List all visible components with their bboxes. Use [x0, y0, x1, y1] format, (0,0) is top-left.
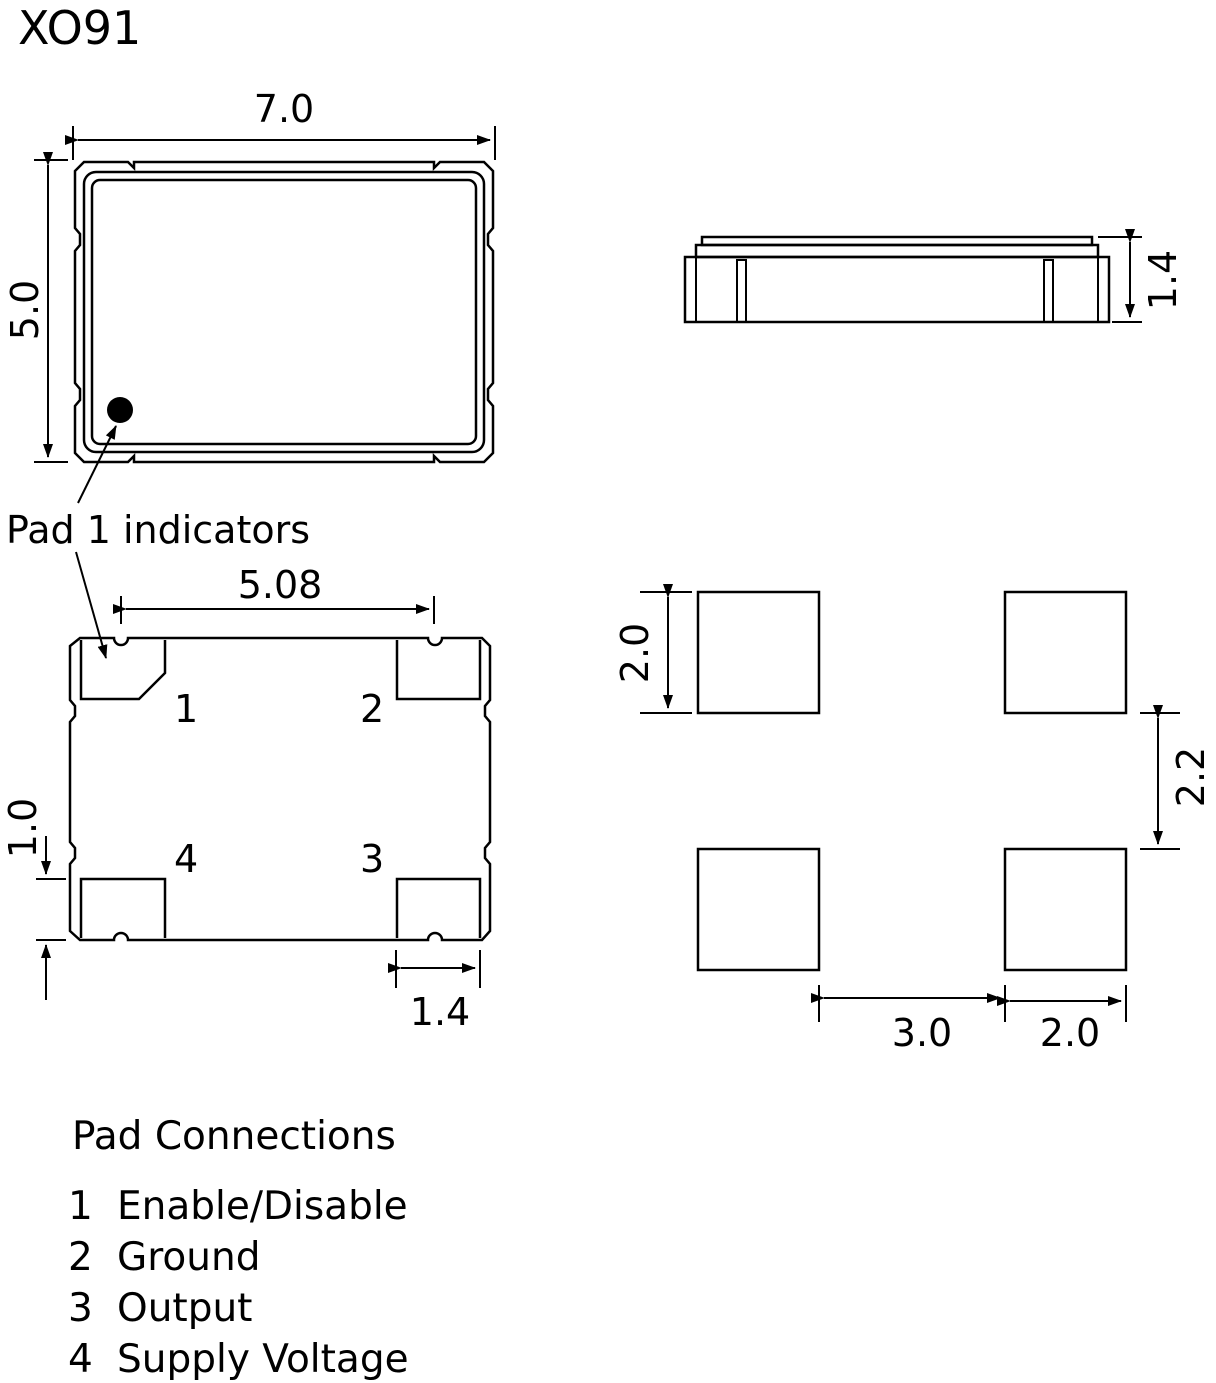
top-view: 7.0 5.0: [3, 87, 496, 464]
connection-name-3: Output: [117, 1286, 252, 1331]
bottom-pad-2: [395, 640, 482, 701]
pad1-dot-indicator: [107, 397, 133, 423]
pin-label-1: 1: [174, 687, 198, 731]
footprint-pad-width-label: 2.0: [1040, 1011, 1100, 1055]
side-castellation-right: [1043, 259, 1054, 323]
connection-name-2: Ground: [117, 1235, 260, 1280]
lid-inner: [90, 178, 478, 446]
pad-connections: Pad Connections 1 Enable/Disable 2 Groun…: [68, 1114, 409, 1382]
footprint-pad-bottom-right: [1003, 847, 1128, 972]
pin-label-4: 4: [174, 837, 198, 881]
side-body: [683, 255, 1111, 324]
side-castellation-left: [736, 259, 747, 323]
side-lid-base: [694, 243, 1100, 259]
pad-width-label: 1.4: [410, 990, 470, 1034]
footprint-pad-top-right: [1003, 590, 1128, 715]
pad-height-label: 1.0: [1, 798, 45, 858]
connection-num-4: 4: [68, 1337, 93, 1382]
footprint-pad-bottom-left: [696, 847, 821, 972]
connections-heading: Pad Connections: [72, 1114, 396, 1159]
pitch-label: 5.08: [238, 563, 323, 607]
bottom-pad-1: [79, 640, 167, 701]
pin-label-3: 3: [360, 837, 384, 881]
pad1-leader-bottom: [75, 551, 108, 659]
width-label: 7.0: [254, 87, 314, 131]
connection-name-1: Enable/Disable: [117, 1184, 408, 1229]
bottom-outline: [68, 636, 492, 942]
pin-label-2: 2: [360, 687, 384, 731]
footprint: 2.0 2.2 3.0 2.0: [613, 584, 1213, 1055]
lid-outer: [82, 170, 486, 454]
horizontal-gap-label: 3.0: [892, 1011, 952, 1055]
pad1-callout: Pad 1 indicators: [6, 425, 310, 659]
connection-num-2: 2: [68, 1235, 93, 1280]
pad1-leader-top: [77, 425, 117, 504]
side-height-label: 1.4: [1141, 250, 1185, 310]
package-outline: [73, 160, 495, 464]
pad1-label: Pad 1 indicators: [6, 508, 310, 552]
bottom-pad-3: [395, 877, 482, 938]
drawing-title: XO91: [18, 1, 141, 55]
bottom-pad-4: [79, 877, 167, 938]
height-label: 5.0: [3, 280, 47, 340]
connection-num-3: 3: [68, 1286, 93, 1331]
side-view: 1.4: [683, 229, 1185, 324]
connection-num-1: 1: [68, 1184, 93, 1229]
pad-size-label: 2.0: [613, 623, 657, 683]
bottom-view: 5.08 1 2 3 4 1.0 1.4: [1, 563, 492, 1034]
footprint-pad-top-left: [696, 590, 821, 715]
connection-name-4: Supply Voltage: [117, 1337, 409, 1382]
vertical-gap-label: 2.2: [1169, 747, 1213, 807]
